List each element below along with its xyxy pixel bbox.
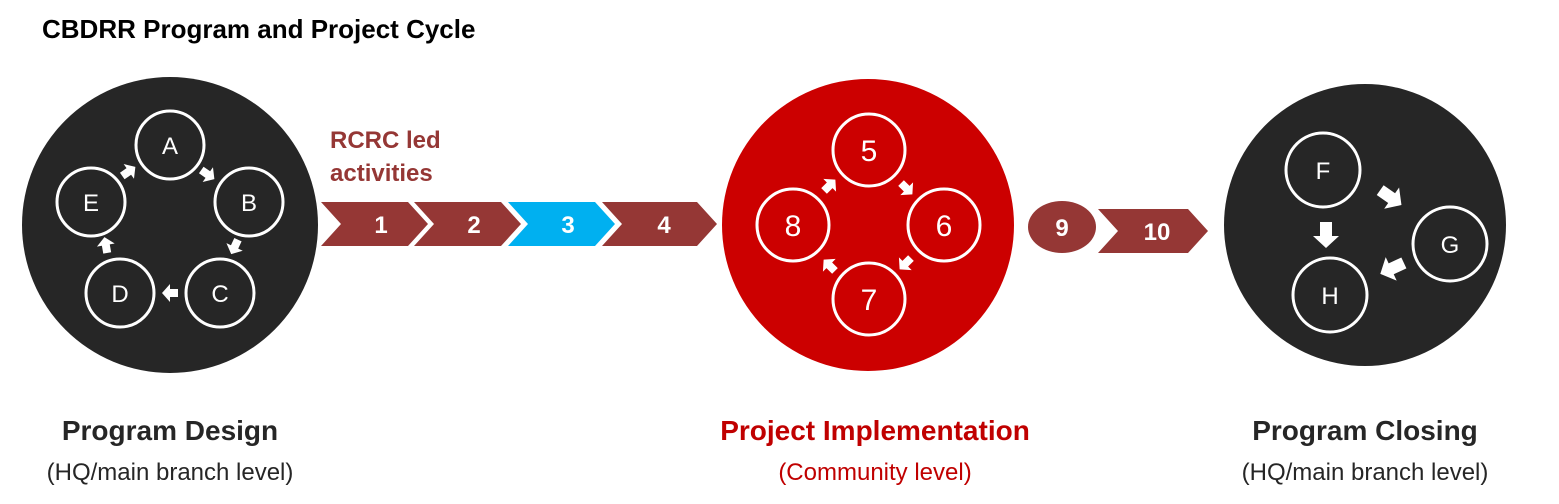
node-8-label: 8 <box>785 210 802 243</box>
program-closing-title: Program Closing <box>1252 415 1478 446</box>
arrow-5-to-6-icon <box>898 180 914 196</box>
arrow-step-10 <box>1098 209 1208 253</box>
node-d: D <box>84 257 156 329</box>
node-7-label: 7 <box>861 284 878 317</box>
chevron-step-3-label: 3 <box>561 212 574 239</box>
node-c-label: C <box>211 281 228 308</box>
rcrc-label-line1: RCRC led <box>330 127 441 154</box>
node-5: 5 <box>831 112 907 188</box>
project-implementation-disc <box>722 79 1014 371</box>
chevron-step-2 <box>414 202 521 246</box>
program-design-level: (HQ/main branch level) <box>46 459 294 486</box>
node-b-label: B <box>241 190 257 217</box>
oval-step-9 <box>1028 201 1096 253</box>
diagram-title: CBDRR Program and Project Cycle <box>42 14 476 44</box>
arrow-f-to-g-icon <box>1376 185 1402 209</box>
arrow-c-to-d-icon <box>162 284 178 302</box>
program-closing-level: (HQ/main branch level) <box>1241 459 1489 486</box>
oval-step-9-label: 9 <box>1055 215 1068 242</box>
node-6: 6 <box>906 187 982 263</box>
node-e-label: E <box>83 190 99 217</box>
node-d-label: D <box>111 281 128 308</box>
node-h-label: H <box>1321 283 1338 310</box>
arrow-8-to-5-icon <box>821 178 837 194</box>
chevron-step-2-label: 2 <box>467 212 480 239</box>
arrow-d-to-e-icon <box>96 237 115 254</box>
rcrc-led-activities-label: RCRC led activities <box>330 124 441 190</box>
arrow-step-10-label: 10 <box>1144 219 1171 246</box>
arrow-e-to-a-icon <box>119 164 136 180</box>
node-f-label: F <box>1316 158 1331 185</box>
node-e: E <box>55 166 127 238</box>
project-implementation-title: Project Implementation <box>720 415 1030 446</box>
chevron-step-1 <box>321 202 428 246</box>
node-g: G <box>1411 205 1489 283</box>
node-7: 7 <box>831 261 907 337</box>
node-h: H <box>1291 256 1369 334</box>
node-5-label: 5 <box>861 135 878 168</box>
arrow-7-to-8-icon <box>822 258 838 274</box>
node-g-label: G <box>1441 232 1460 259</box>
node-a: A <box>134 109 206 181</box>
program-closing-caption: Program Closing (HQ/main branch level) <box>1220 414 1510 488</box>
chevron-step-1-label: 1 <box>374 212 387 239</box>
program-design-title: Program Design <box>61 415 279 446</box>
program-closing-disc <box>1224 84 1506 366</box>
program-design-caption: Program Design (HQ/main branch level) <box>25 414 315 488</box>
node-8: 8 <box>755 187 831 263</box>
arrow-f-to-h-icon <box>1313 222 1339 248</box>
node-b: B <box>213 166 285 238</box>
arrow-6-to-7-icon <box>898 255 914 271</box>
arrow-g-to-h-icon <box>1380 257 1407 281</box>
node-6-label: 6 <box>936 210 953 243</box>
rcrc-label-line2: activities <box>330 160 433 187</box>
program-design-disc <box>22 77 318 373</box>
chevron-step-4 <box>602 202 717 246</box>
node-c: C <box>184 257 256 329</box>
chevron-step-3 <box>508 202 615 246</box>
node-a-label: A <box>162 133 178 160</box>
node-f: F <box>1284 131 1362 209</box>
project-implementation-caption: Project Implementation (Community level) <box>700 414 1050 488</box>
arrow-b-to-c-icon <box>226 237 243 255</box>
arrow-a-to-b-icon <box>198 166 215 182</box>
project-implementation-level: (Community level) <box>778 459 972 486</box>
chevron-step-4-label: 4 <box>657 212 671 239</box>
